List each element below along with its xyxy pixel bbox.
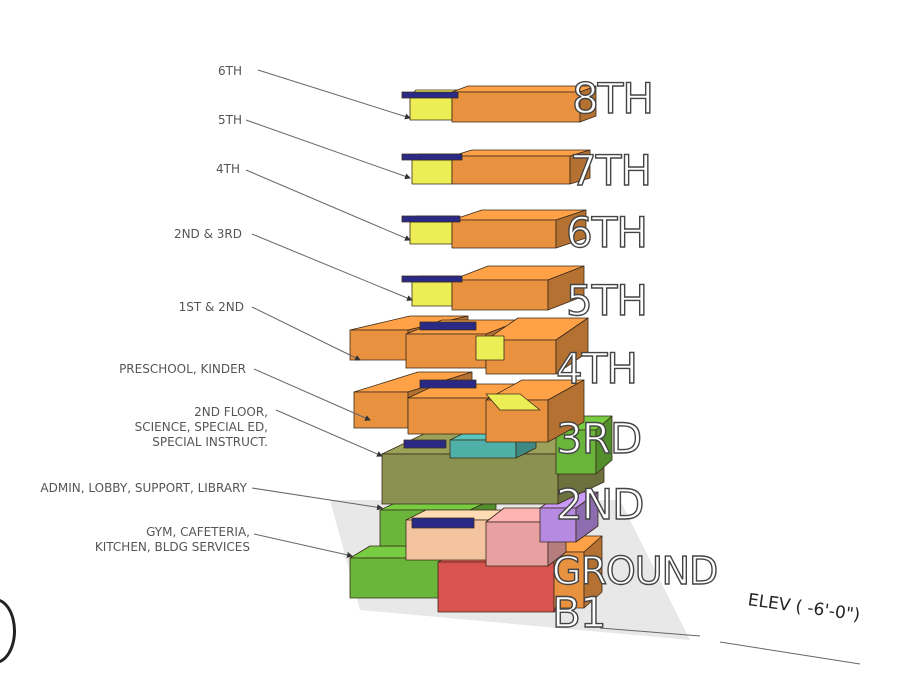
third-block-b-front — [407, 397, 489, 435]
leader-6th — [257, 69, 411, 120]
second-special-ed-front — [449, 439, 517, 459]
floor-label-3rd: 3RD — [555, 414, 643, 463]
callout-line: ADMIN, LOBBY, SUPPORT, LIBRARY — [40, 481, 247, 495]
callout-gym: GYM, CAFETERIA, KITCHEN, BLDG SERVICES — [95, 525, 250, 555]
leader-gym — [253, 533, 353, 558]
eighth-core-front — [409, 95, 453, 121]
ground-stair-core — [411, 517, 475, 529]
callout-preschool: PRESCHOOL, KINDER — [119, 362, 246, 377]
floor-label-7th: 7TH — [569, 146, 652, 195]
floor-label-4th: 4TH — [555, 344, 638, 393]
leader-2nd-3rd — [251, 233, 413, 301]
ground-support-front — [485, 521, 549, 567]
floor-label-b1: B1 — [551, 588, 607, 637]
fourth-stair-core — [419, 321, 477, 331]
fifth-core-front — [411, 281, 453, 307]
seventh-stair-core — [401, 153, 463, 161]
second-science-front — [381, 453, 559, 505]
callout-line: 2ND FLOOR, — [194, 405, 268, 419]
callout-admin: ADMIN, LOBBY, SUPPORT, LIBRARY — [40, 481, 247, 496]
callout-line: 2ND & 3RD — [173, 227, 242, 241]
fifth-stair-core — [401, 275, 463, 283]
floor-label-5th: 5TH — [565, 276, 648, 325]
callout-line: GYM, CAFETERIA, — [146, 525, 250, 539]
callout-line: SCIENCE, SPECIAL ED, — [134, 420, 268, 434]
fourth-block-c-side — [555, 317, 589, 375]
ground-mark — [719, 641, 861, 665]
fourth-block-a-front — [349, 329, 409, 361]
third-stair-core — [419, 379, 477, 389]
b1-gym-front — [349, 557, 443, 599]
second-east-wing-side — [595, 415, 613, 475]
callout-2nd-floor: 2ND FLOOR, SCIENCE, SPECIAL ED, SPECIAL … — [135, 405, 268, 450]
callout-line: 5TH — [218, 113, 242, 127]
seventh-core-front — [411, 159, 453, 185]
callout-4th: 4TH — [216, 162, 240, 177]
fourth-yellow-core — [475, 335, 505, 361]
fifth-classrooms-side — [547, 265, 585, 311]
fourth-block-b-front — [405, 333, 487, 369]
callout-line: 6TH — [218, 64, 242, 78]
sixth-core-front — [409, 221, 453, 245]
eighth-classrooms-front — [451, 91, 581, 123]
b1-kitchen-front — [437, 561, 555, 613]
callout-line: PRESCHOOL, KINDER — [119, 362, 246, 376]
eighth-stair-core — [401, 91, 459, 99]
ground-library-side — [575, 491, 599, 543]
sixth-classrooms-front — [451, 219, 557, 249]
eighth-classrooms-side — [579, 85, 597, 123]
floor-label-2nd: 2ND — [555, 480, 645, 529]
floor-label-8th: 8TH — [571, 74, 654, 123]
callout-5th: 5TH — [218, 113, 242, 128]
callout-line: SPECIAL INSTRUCT. — [152, 435, 268, 449]
leader-2nd-floor — [275, 409, 383, 457]
callout-6th: 6TH — [218, 64, 242, 79]
leader-5th — [245, 119, 411, 180]
floor-label-6th: 6TH — [565, 208, 648, 257]
callout-line: 4TH — [216, 162, 240, 176]
callout-line: 1ST & 2ND — [178, 300, 244, 314]
third-block-c-side — [547, 379, 585, 443]
leader-preschool — [253, 368, 371, 421]
floor-label-ground: GROUND — [551, 548, 719, 593]
ground-mark — [599, 627, 701, 637]
callout-1st-2nd: 1ST & 2ND — [179, 300, 244, 315]
seventh-classrooms-side — [569, 149, 591, 185]
callout-line: KITCHEN, BLDG SERVICES — [94, 540, 250, 554]
second-stair-core — [403, 439, 447, 449]
third-yellow-core — [485, 393, 541, 411]
leader-1st-2nd — [251, 306, 361, 361]
sixth-stair-core — [401, 215, 461, 223]
b1-services-side — [583, 535, 603, 609]
sixth-classrooms-side — [555, 209, 587, 249]
third-block-a-front — [353, 391, 409, 429]
seventh-classrooms-front — [451, 155, 571, 185]
leader-4th — [245, 169, 411, 241]
fifth-classrooms-front — [451, 279, 549, 311]
callout-2nd-3rd: 2ND & 3RD — [174, 227, 242, 242]
leader-admin — [251, 487, 383, 511]
